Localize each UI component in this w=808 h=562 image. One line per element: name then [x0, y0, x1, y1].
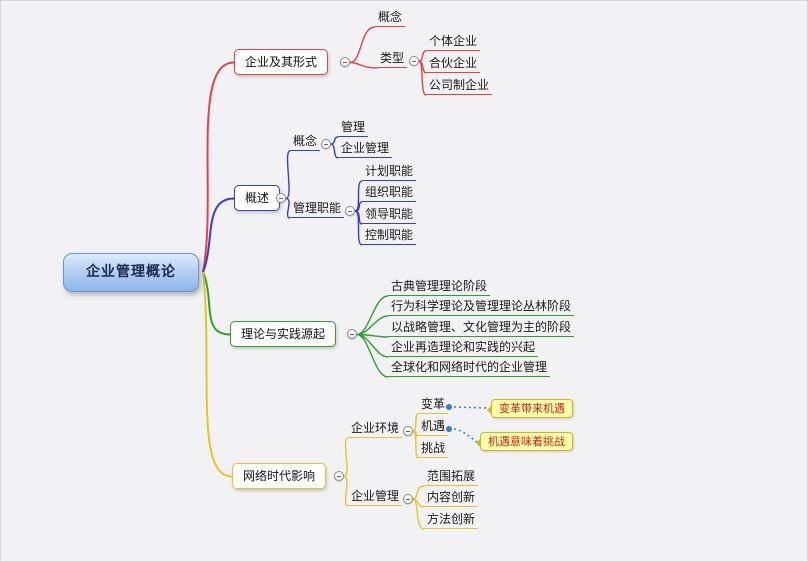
leaf-concept-forms[interactable]: 概念: [375, 9, 406, 27]
leaf-strategic-stage[interactable]: 以战略管理、文化管理为主的阶段: [388, 319, 575, 337]
connectors-network-branch: [343, 413, 425, 530]
root-connectors: [202, 61, 235, 478]
collapse-button-overview[interactable]: [276, 193, 286, 203]
leaf-type[interactable]: 类型: [377, 50, 408, 68]
root-topic[interactable]: 企业管理概论: [63, 253, 199, 292]
callout-dots: [446, 404, 452, 432]
connectors-overview-branch: [285, 136, 363, 246]
leaf-behavioral-stage[interactable]: 行为科学理论及管理理论丛林阶段: [388, 298, 575, 316]
topic-enterprise-forms[interactable]: 企业及其形式: [234, 49, 329, 75]
minus-icon: [279, 197, 283, 199]
collapse-button-forms[interactable]: [340, 57, 350, 67]
leaf-globalization-stage[interactable]: 全球化和网络时代的企业管理: [388, 359, 551, 377]
minus-icon: [412, 60, 416, 62]
collapse-button-management[interactable]: [403, 494, 413, 504]
minus-icon: [343, 61, 347, 63]
leaf-opportunity[interactable]: 机遇: [418, 418, 449, 436]
leaf-reengineering-stage[interactable]: 企业再造理论和实践的兴起: [388, 339, 539, 357]
leaf-change[interactable]: 变革: [418, 396, 449, 414]
topic-overview[interactable]: 概述: [234, 185, 281, 211]
leaf-management[interactable]: 管理: [338, 119, 369, 137]
collapse-button-network[interactable]: [334, 471, 344, 481]
callout-change-brings-opportunity[interactable]: 变革带来机遇: [487, 399, 573, 418]
leaf-enterprise-management-network[interactable]: 企业管理: [348, 488, 403, 506]
minus-icon: [406, 498, 410, 500]
topic-theory-origin[interactable]: 理论与实践源起: [230, 321, 337, 347]
collapse-button-concept[interactable]: [321, 139, 331, 149]
connectors-forms-branch: [349, 26, 427, 96]
minus-icon: [337, 475, 341, 477]
collapse-button-theory[interactable]: [347, 329, 357, 339]
leaf-concept-overview[interactable]: 概念: [290, 133, 321, 151]
leaf-leading-function[interactable]: 领导职能: [362, 206, 417, 224]
minus-icon: [350, 333, 354, 335]
collapse-button-environment[interactable]: [403, 426, 413, 436]
leaf-corporate-enterprise[interactable]: 公司制企业: [426, 77, 493, 95]
collapse-button-type[interactable]: [409, 56, 419, 66]
leaf-challenge[interactable]: 挑战: [418, 440, 449, 458]
leaf-partnership-enterprise[interactable]: 合伙企业: [426, 55, 481, 73]
topic-network-era-impact[interactable]: 网络时代影响: [232, 463, 327, 489]
leaf-planning-function[interactable]: 计划职能: [362, 163, 417, 181]
callout-connectors: [453, 406, 488, 443]
minus-icon: [406, 430, 410, 432]
leaf-organizing-function[interactable]: 组织职能: [362, 184, 417, 202]
leaf-scope-expansion[interactable]: 范围拓展: [424, 468, 479, 486]
leaf-classical-stage[interactable]: 古典管理理论阶段: [388, 278, 491, 296]
leaf-individual-enterprise[interactable]: 个体企业: [426, 33, 481, 51]
leaf-content-innovation[interactable]: 内容创新: [424, 489, 479, 507]
collapse-button-functions[interactable]: [345, 206, 355, 216]
leaf-controlling-function[interactable]: 控制职能: [362, 227, 417, 245]
leaf-method-innovation[interactable]: 方法创新: [424, 511, 479, 529]
minus-icon: [348, 210, 352, 212]
minus-icon: [324, 143, 328, 145]
callout-opportunity-means-challenge[interactable]: 机遇意味着挑战: [476, 432, 573, 451]
connectors-theory-branch: [356, 295, 389, 378]
leaf-enterprise-environment[interactable]: 企业环境: [348, 420, 403, 438]
leaf-management-functions[interactable]: 管理职能: [290, 200, 345, 218]
leaf-enterprise-management[interactable]: 企业管理: [338, 140, 393, 158]
